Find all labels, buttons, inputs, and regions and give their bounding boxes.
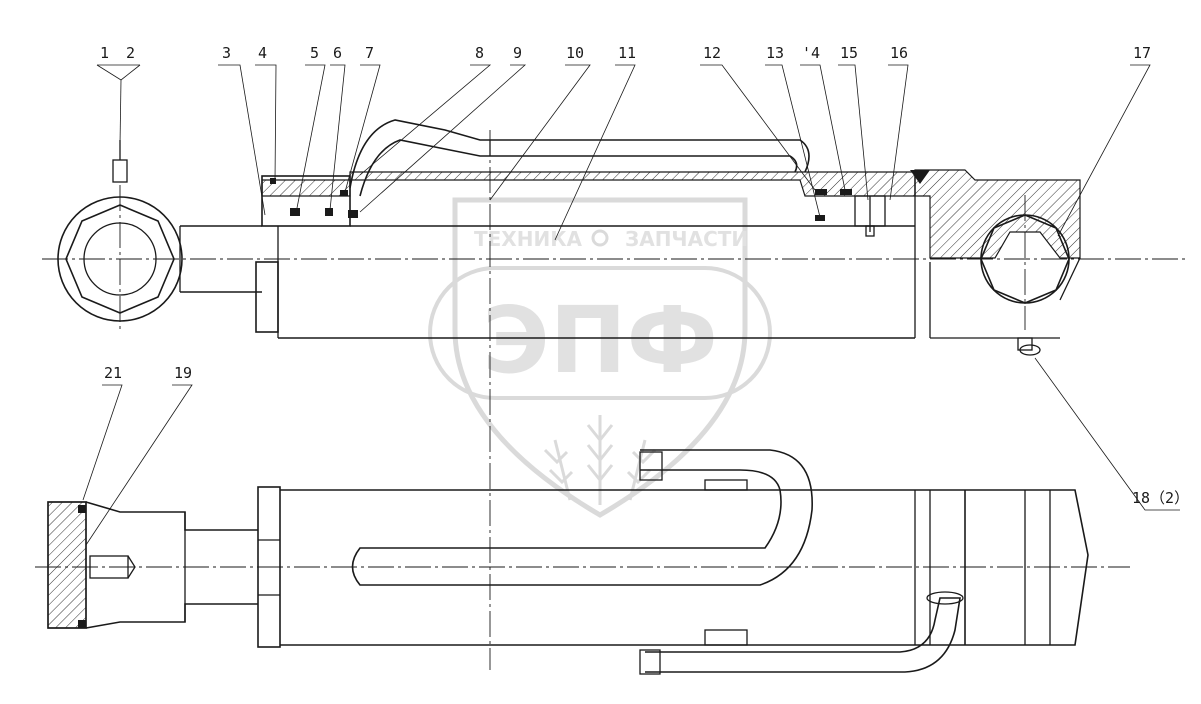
part-label: 5 xyxy=(310,44,319,62)
part-label: 15 xyxy=(840,44,858,62)
part-label: 2 xyxy=(126,44,135,62)
watermark-line1-right: ЗАПЧАСТИ xyxy=(625,227,748,251)
part-label: 6 xyxy=(333,44,342,62)
top-section-view xyxy=(42,119,1185,670)
watermark-shield xyxy=(452,197,748,518)
watermark-line2: ЭПФ xyxy=(482,287,718,394)
part-label: 3 xyxy=(222,44,231,62)
part-label: 9 xyxy=(513,44,522,62)
part-label: 12 xyxy=(703,44,721,62)
part-label: 11 xyxy=(618,44,636,62)
gear-icon xyxy=(591,229,609,247)
part-label: 7 xyxy=(365,44,374,62)
part-label: 1 xyxy=(100,44,109,62)
part-label: 4 xyxy=(258,44,267,62)
watermark: ТЕХНИКА ЗАПЧАСТИ ЭПФ xyxy=(428,197,772,518)
part-label: 16 xyxy=(890,44,908,62)
part-label: 18（2） xyxy=(1132,489,1189,507)
watermark-band xyxy=(428,266,772,400)
part-labels: 1 2 3 4 5 6 7 8 9 10 11 12 13 '4 15 16 1… xyxy=(100,44,1189,507)
part-label: 19 xyxy=(174,364,192,382)
part-label: 21 xyxy=(104,364,122,382)
leader-lines xyxy=(82,64,1180,546)
part-label: '4 xyxy=(802,44,820,62)
part-label: 8 xyxy=(475,44,484,62)
bottom-outer-view xyxy=(35,449,1130,675)
watermark-line1-left: ТЕХНИКА xyxy=(474,227,583,251)
part-label: 17 xyxy=(1133,44,1151,62)
part-label: 13 xyxy=(766,44,784,62)
part-label: 10 xyxy=(566,44,584,62)
